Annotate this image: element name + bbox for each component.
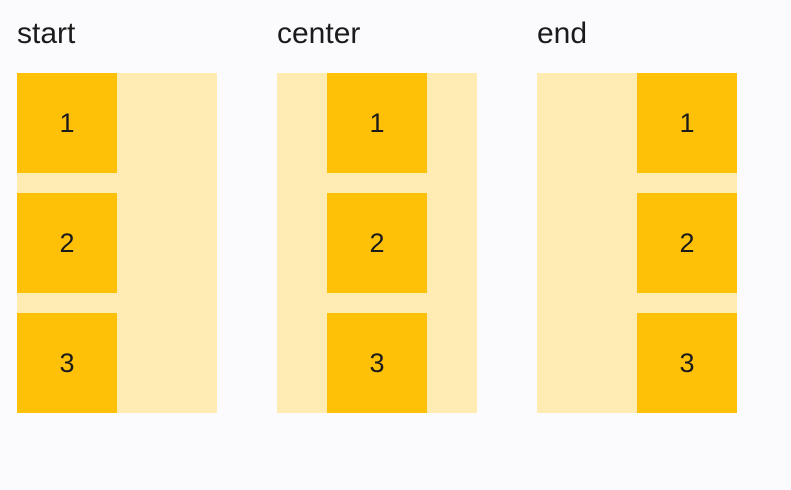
flex-item: 2 — [637, 193, 737, 293]
flex-item: 1 — [637, 73, 737, 173]
flex-item: 2 — [17, 193, 117, 293]
example-title-end: end — [537, 17, 588, 50]
example-title-start: start — [17, 17, 76, 50]
example-title-center: center — [277, 17, 361, 50]
alignment-demo: start 1 2 3 center 1 2 3 end 1 2 3 — [17, 16, 737, 413]
flex-container-start: 1 2 3 — [17, 73, 217, 413]
flex-item: 1 — [327, 73, 427, 173]
flex-item: 3 — [327, 313, 427, 413]
flex-item: 3 — [17, 313, 117, 413]
flex-item: 1 — [17, 73, 117, 173]
flex-container-center: 1 2 3 — [277, 73, 477, 413]
flex-item: 2 — [327, 193, 427, 293]
example-center: center 1 2 3 — [277, 16, 477, 413]
example-start: start 1 2 3 — [17, 16, 217, 413]
example-end: end 1 2 3 — [537, 16, 737, 413]
flex-container-end: 1 2 3 — [537, 73, 737, 413]
flex-item: 3 — [637, 313, 737, 413]
